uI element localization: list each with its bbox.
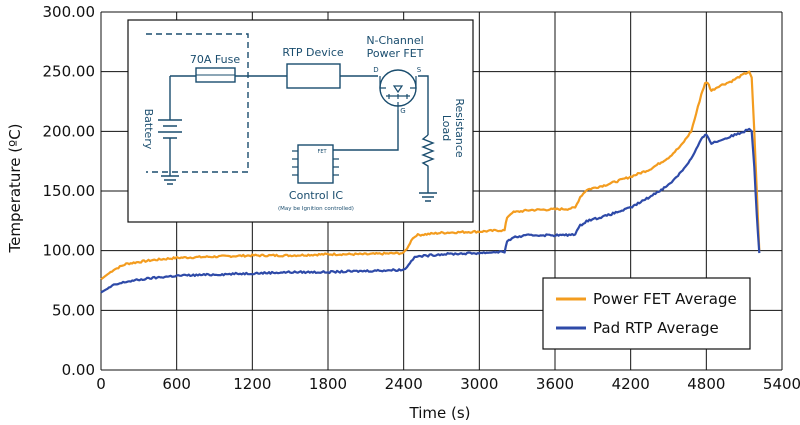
control-ic-pins xyxy=(292,150,339,176)
x-tick-label: 3600 xyxy=(536,375,574,393)
series-lines xyxy=(100,70,761,294)
x-tick-label: 4200 xyxy=(612,375,650,393)
x-tick-label: 600 xyxy=(162,375,191,393)
schematic-frame xyxy=(127,19,474,223)
series-line-pad-rtp xyxy=(100,127,761,294)
x-axis-title: Time (s) xyxy=(409,404,471,422)
series-line-power-fet xyxy=(100,70,761,281)
fet-title-line1: N-Channel xyxy=(366,34,423,47)
y-tick-label: 100.00 xyxy=(43,242,96,260)
x-tick-label: 5400 xyxy=(763,375,800,393)
y-tick-label: 300.00 xyxy=(43,3,96,21)
x-tick-label: 2400 xyxy=(385,375,423,393)
legend: Power FET Average Pad RTP Average xyxy=(542,277,751,350)
y-axis-ticks: 0.00 50.00 100.00 150.00 200.00 250.00 300.00 xyxy=(43,3,96,379)
fet-drain-label: D xyxy=(373,66,378,74)
rtp-device-label: RTP Device xyxy=(282,46,344,59)
x-tick-label: 0 xyxy=(96,375,106,393)
control-ic-symbol xyxy=(297,144,334,184)
gate-wire xyxy=(333,110,399,151)
main-wire xyxy=(170,75,429,135)
y-tick-label: 200.00 xyxy=(43,122,96,140)
legend-label-pad-rtp: Pad RTP Average xyxy=(593,319,719,337)
x-tick-label: 3000 xyxy=(460,375,498,393)
fet-gate-label: G xyxy=(400,107,405,115)
x-axis-ticks: 0 600 1200 1800 2400 3000 3600 4200 4800 5400 xyxy=(96,375,800,393)
battery-symbol xyxy=(158,76,182,185)
control-ic-label: Control IC xyxy=(289,189,344,202)
y-tick-label: 250.00 xyxy=(43,63,96,81)
x-tick-label: 1200 xyxy=(233,375,271,393)
fet-source-label: S xyxy=(417,66,422,74)
fet-internals xyxy=(379,76,417,110)
fet-title-line2: Power FET xyxy=(367,47,424,60)
x-tick-label: 4800 xyxy=(687,375,725,393)
load-label-line1: Load xyxy=(440,115,453,141)
battery-label: Battery xyxy=(142,109,155,150)
y-axis-title: Temperature (ºC) xyxy=(6,123,24,253)
fuse-label: 70A Fuse xyxy=(190,53,240,66)
battery-enclosure xyxy=(146,33,249,173)
legend-frame xyxy=(542,277,751,350)
x-tick-label: 1800 xyxy=(309,375,347,393)
control-ic-note: (May be Ignition controlled) xyxy=(278,206,354,212)
legend-label-power-fet: Power FET Average xyxy=(593,290,737,308)
y-tick-label: 0.00 xyxy=(62,361,95,379)
y-tick-label: 50.00 xyxy=(52,301,95,319)
schematic-inset: 70A Fuse RTP Device N-Channel Power FET … xyxy=(127,19,474,223)
rtp-device-symbol xyxy=(286,63,341,89)
control-ic-fet-pin: FET xyxy=(317,149,327,155)
y-tick-label: 150.00 xyxy=(43,182,96,200)
load-resistor-symbol xyxy=(419,134,437,202)
load-label-line2: Resistance xyxy=(453,98,466,158)
